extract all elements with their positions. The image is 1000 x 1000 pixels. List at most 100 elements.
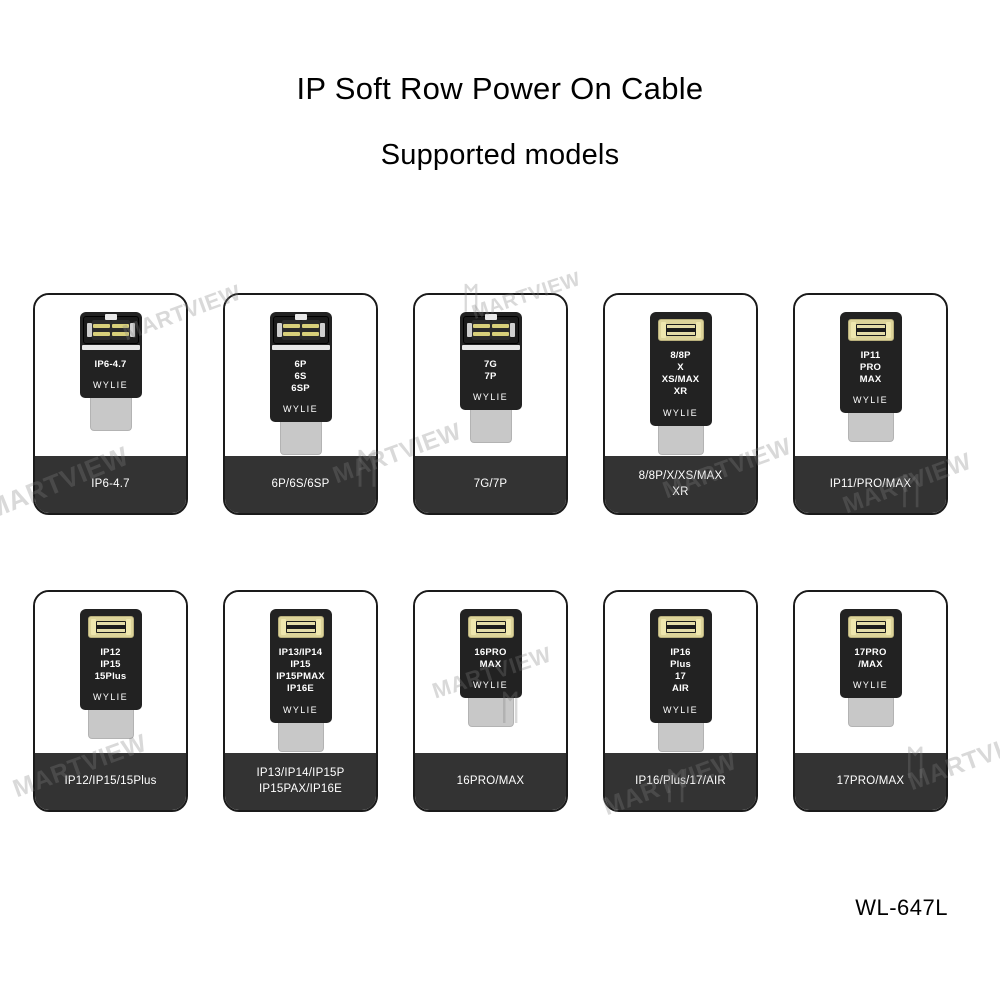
cable-model-label-line: MAX [479,659,502,671]
cable-connector-icon [847,319,894,341]
cable-connector-icon [272,314,329,344]
cable-brand-label: WYLIE [282,404,318,415]
cable-model-label-line: 15Plus [94,671,127,683]
connector-endcap-left [660,322,666,338]
cable-brand-label: WYLIE [472,680,508,691]
cable-brand-label: WYLIE [852,395,888,406]
card-caption: IP16/Plus/17/AIR [605,753,756,810]
cable-model-label-line: /MAX [858,659,883,671]
connector-endcap-left [660,619,666,635]
cable-model-label-line: X [677,362,684,374]
cable-model-label-line: 16PRO [474,647,507,658]
connector-contact-bar [855,621,886,633]
cable-contact-tab [277,721,324,752]
cable-model-label-line: XS/MAX [661,374,700,386]
card-caption-line: IP16/Plus/17/AIR [635,774,726,787]
connector-endcap-left [86,323,92,337]
cable-model-label-line: IP15 [290,659,311,671]
connector-pinset [490,320,510,340]
cable-model-label-line: IP16 [670,647,691,658]
cable-contact-tab [847,412,894,443]
cable-model-label-line: IP15 [100,659,121,671]
cable-brand-label: WYLIE [852,680,888,691]
model-number: WL-647L [855,895,948,920]
connector-endcap-right [885,619,891,635]
connector-pin [282,332,300,336]
cable-connector-icon [657,319,704,341]
connector-base-strip [81,345,140,350]
connector-contact-bar [665,324,696,336]
card-caption-line: IP6-4.7 [91,477,130,490]
cable-connector-icon [462,314,519,344]
connector-endcap-left [850,619,856,635]
cable-model-label-line: AIR [672,683,689,695]
card-caption-line: 16PRO/MAX [456,774,525,787]
page-title: IP Soft Row Power On Cable [296,71,704,106]
cable-model-label-line: 17 [675,671,686,683]
connector-endcap-left [466,323,472,337]
cable-connector-icon [87,616,134,638]
card-caption-line: IP13/IP14/IP15P [256,766,345,779]
connector-pin [472,324,490,328]
cable-connector-icon [467,616,514,638]
cable-model-label-line: Plus [670,659,691,671]
card-caption: IP11/PRO/MAX [795,456,946,513]
cable-brand-label: WYLIE [472,392,508,403]
connector-base-strip [271,345,330,350]
card-caption-line: XR [672,485,689,498]
connector-notch [104,314,117,320]
connector-pin [301,332,319,336]
cable-brand-label: WYLIE [282,704,318,715]
cable-connector-icon [657,616,704,638]
connector-pin [92,324,110,328]
connector-pin [282,324,300,328]
connector-pinset [300,320,320,340]
connector-pinset [91,320,111,340]
connector-endcap-right [695,619,701,635]
connector-endcap-right [505,619,511,635]
cable-contact-tab [657,721,704,752]
cable-brand-label: WYLIE [92,380,128,391]
cable-contact-tab [89,397,132,432]
cable-connector-icon [277,616,324,638]
card-caption: 7G/7P [415,456,566,513]
cable-model-label-line: 7G [483,359,498,370]
cable-model-label-line: IP13/IP14 [278,647,323,658]
connector-pin [491,324,509,328]
connector-contact-bar [95,621,126,633]
connector-endcap-right [695,322,701,338]
card-caption-line: 6P/6S/6SP [271,477,330,490]
cable-model-label-line: 8/8P [670,350,691,361]
cable-model-label-line: PRO [859,362,882,374]
cable-contact-tab [657,424,704,455]
page-header: IP Soft Row Power On Cable Supported mod… [0,70,1000,172]
